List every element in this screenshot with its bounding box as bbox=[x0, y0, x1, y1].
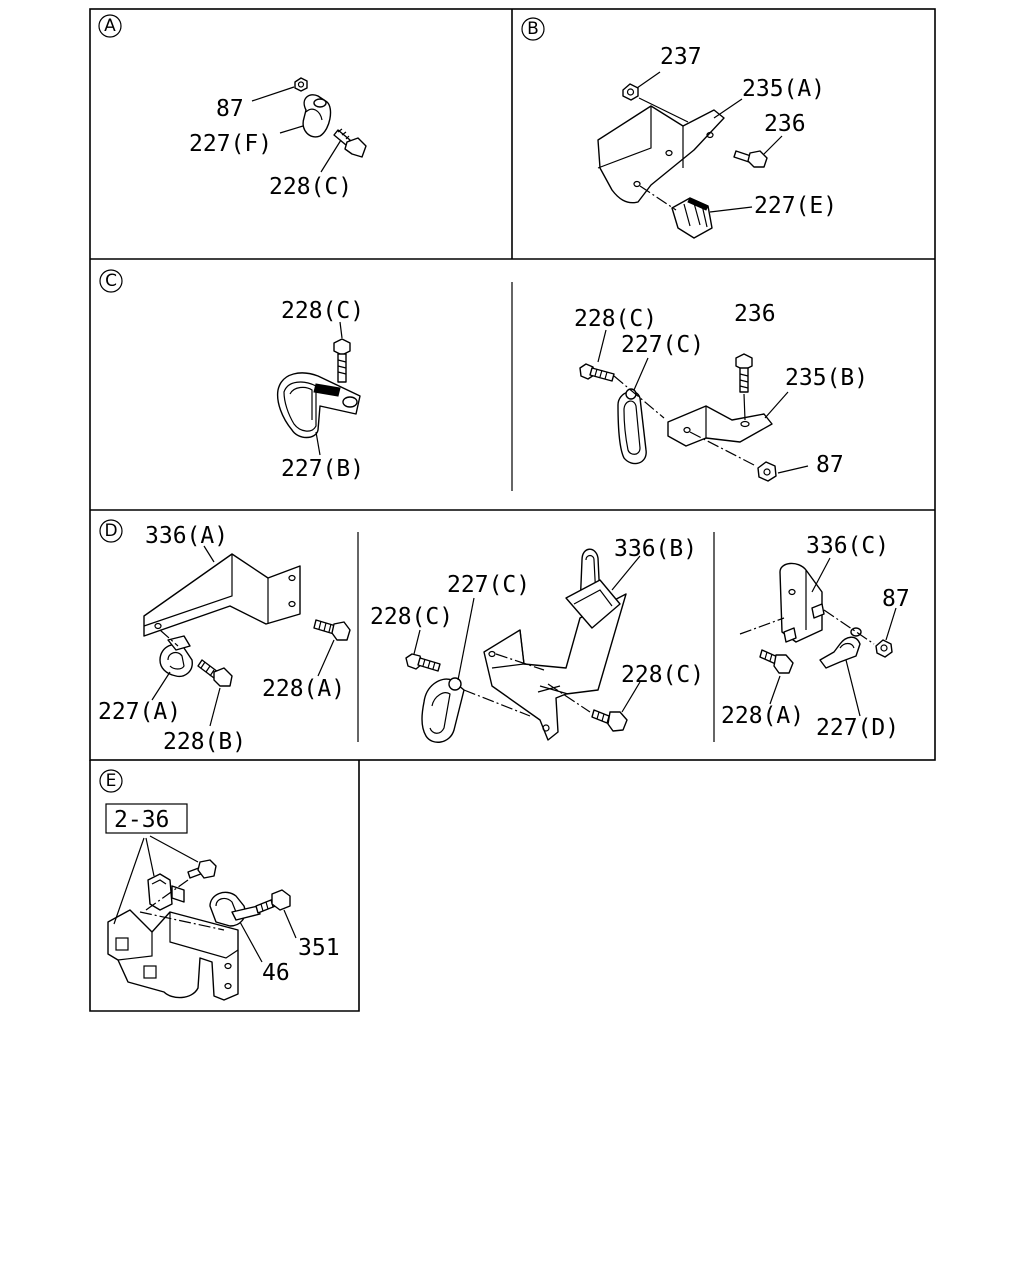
svg-text:D: D bbox=[104, 521, 117, 541]
label-87: 87 bbox=[816, 452, 844, 478]
section-marker-c: C bbox=[99, 269, 123, 293]
flange-bolt bbox=[255, 889, 291, 914]
hose-clip bbox=[565, 548, 621, 629]
svg-text:2-36: 2-36 bbox=[114, 807, 169, 833]
label-235b: 235(B) bbox=[785, 365, 868, 391]
label-227c: 227(C) bbox=[621, 332, 704, 358]
flange-bolt bbox=[591, 709, 628, 732]
label-46: 46 bbox=[262, 960, 290, 986]
frame-grid bbox=[89, 8, 936, 1012]
flange-bolt bbox=[197, 659, 233, 687]
svg-text:C: C bbox=[105, 271, 117, 291]
pipe-clip bbox=[209, 891, 261, 927]
cable-clip bbox=[276, 372, 361, 439]
svg-text:A: A bbox=[104, 16, 116, 36]
hex-nut bbox=[294, 77, 308, 92]
flange-bolt bbox=[187, 859, 217, 879]
cable-clip bbox=[159, 635, 193, 678]
flange-bolt bbox=[733, 150, 768, 168]
flange-bolt bbox=[333, 128, 367, 158]
label-236: 236 bbox=[734, 301, 776, 327]
label-227d: 227(D) bbox=[816, 715, 899, 741]
label-227e: 227(E) bbox=[754, 193, 837, 219]
label-228a-left: 228(A) bbox=[262, 676, 345, 702]
bracket bbox=[597, 97, 725, 204]
section-marker-d: D bbox=[99, 519, 123, 543]
pipe-clip bbox=[302, 94, 332, 138]
label-87-d: 87 bbox=[882, 586, 910, 612]
flange-bolt bbox=[333, 338, 351, 383]
reference-box: 2-36 bbox=[105, 803, 188, 834]
label-227b: 227(B) bbox=[281, 456, 364, 482]
hose-clip bbox=[421, 677, 465, 743]
flange-bolt bbox=[735, 353, 753, 393]
flange-bolt bbox=[759, 649, 794, 674]
label-237: 237 bbox=[660, 44, 702, 70]
section-b: B 237 bbox=[521, 17, 837, 239]
label-227f: 227(F) bbox=[189, 131, 272, 157]
section-marker-b: B bbox=[521, 17, 545, 41]
hose-clip bbox=[617, 388, 647, 465]
label-227c-middle: 227(C) bbox=[447, 572, 530, 598]
cable-clip bbox=[671, 197, 713, 239]
flange-nut bbox=[757, 461, 777, 482]
label-235a: 235(A) bbox=[742, 76, 825, 102]
flange-bolt bbox=[405, 653, 441, 672]
bracket bbox=[107, 909, 239, 1001]
label-228c-left: 228(C) bbox=[281, 298, 364, 324]
label-87: 87 bbox=[216, 96, 244, 122]
label-336a: 336(A) bbox=[145, 523, 228, 549]
bracket bbox=[483, 593, 627, 741]
section-marker-e: E bbox=[99, 769, 123, 793]
label-336b: 336(B) bbox=[614, 536, 697, 562]
label-228c-middle-left: 228(C) bbox=[370, 604, 453, 630]
label-228b: 228(B) bbox=[163, 729, 246, 755]
section-d: D bbox=[98, 519, 910, 755]
label-228c: 228(C) bbox=[269, 174, 352, 200]
bracket bbox=[143, 553, 301, 637]
section-a: A 87 227(F) 228(C) bbox=[98, 14, 367, 200]
label-351: 351 bbox=[298, 935, 340, 961]
label-227a: 227(A) bbox=[98, 699, 181, 725]
svg-text:B: B bbox=[527, 19, 539, 39]
label-336c: 336(C) bbox=[806, 533, 889, 559]
svg-text:E: E bbox=[106, 771, 117, 791]
flange-bolt bbox=[313, 619, 351, 641]
label-228c-middle-right: 228(C) bbox=[621, 662, 704, 688]
label-228c-right: 228(C) bbox=[574, 306, 657, 332]
label-228a-right: 228(A) bbox=[721, 703, 804, 729]
saddle-clip bbox=[819, 627, 862, 669]
section-marker-a: A bbox=[98, 14, 122, 38]
flange-nut bbox=[875, 639, 893, 658]
bracket bbox=[779, 562, 825, 643]
flange-bolt bbox=[579, 363, 615, 382]
section-e: E 2-36 bbox=[99, 769, 340, 1001]
hex-nut bbox=[622, 83, 639, 101]
label-236: 236 bbox=[764, 111, 806, 137]
section-c: C 228(C) 227(B) bbox=[99, 269, 868, 482]
bracket bbox=[667, 393, 773, 447]
